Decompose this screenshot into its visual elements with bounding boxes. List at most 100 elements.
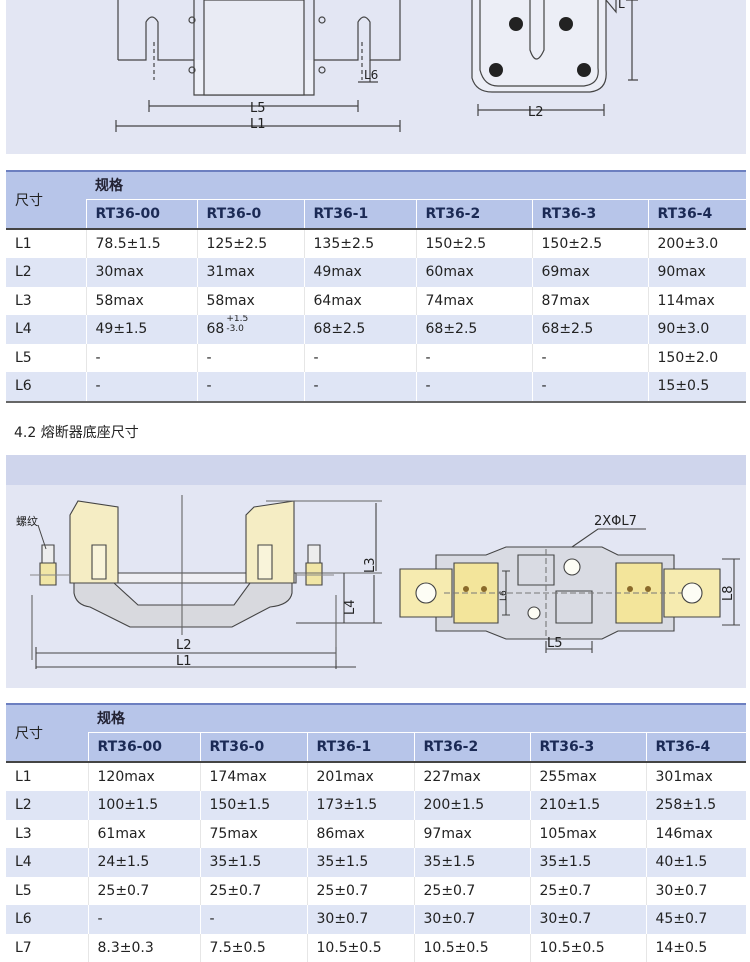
table-cell: 40±1.5 xyxy=(646,848,746,877)
table-cell: 90±3.0 xyxy=(648,315,746,344)
row-label: L3 xyxy=(6,820,88,849)
table-cell: 10.5±0.5 xyxy=(414,934,530,962)
row-label: L7 xyxy=(6,934,88,962)
table-cell: 100±1.5 xyxy=(88,791,200,820)
table-cell: 35±1.5 xyxy=(414,848,530,877)
table-cell: 255max xyxy=(530,762,646,792)
label-l3: L3 xyxy=(363,557,378,573)
table-cell: 10.5±0.5 xyxy=(530,934,646,962)
table-row: L3 61max 75max 86max 97max 105max 146max xyxy=(6,820,746,849)
label-l6: L6 xyxy=(364,68,378,82)
label-l8: L8 xyxy=(721,585,736,601)
table-cell: 258±1.5 xyxy=(646,791,746,820)
label-l2: L2 xyxy=(528,105,544,120)
table-row: L5 25±0.7 25±0.7 25±0.7 25±0.7 25±0.7 30… xyxy=(6,877,746,906)
table-cell: 87max xyxy=(532,287,648,316)
tolerance-upper: +1.5 xyxy=(226,315,248,324)
table-cell: - xyxy=(88,905,200,934)
fuse-link-drawing: L6 L5 L1 L2 L xyxy=(6,0,746,154)
table-cell: 14±0.5 xyxy=(646,934,746,962)
row-label: L5 xyxy=(6,344,86,373)
table-cell: 30±0.7 xyxy=(530,905,646,934)
table-cell: - xyxy=(197,372,304,402)
table-cell: 135±2.5 xyxy=(304,229,416,259)
table-cell: 201max xyxy=(307,762,414,792)
table-cell: - xyxy=(197,344,304,373)
table-cell: 30±0.7 xyxy=(646,877,746,906)
table-cell: - xyxy=(304,372,416,402)
table-cell: - xyxy=(86,372,197,402)
row-label: L3 xyxy=(6,287,86,316)
fuse-link-dimension-table: 尺寸 规格 RT36-00 RT36-0 RT36-1 RT36-2 RT36-… xyxy=(6,170,746,403)
table-cell: 8.3±0.3 xyxy=(88,934,200,962)
table-cell: 74max xyxy=(416,287,532,316)
fuse-base-drawing-panel: 螺纹 L3 L4 L2 L1 xyxy=(6,455,746,688)
table-cell: 150±2.0 xyxy=(648,344,746,373)
table-cell: 25±0.7 xyxy=(88,877,200,906)
table-cell: 114max xyxy=(648,287,746,316)
table-cell: 60max xyxy=(416,258,532,287)
table-row: L7 8.3±0.3 7.5±0.5 10.5±0.5 10.5±0.5 10.… xyxy=(6,934,746,962)
row-label: L2 xyxy=(6,791,88,820)
table-cell: 25±0.7 xyxy=(307,877,414,906)
table-cell: 45±0.7 xyxy=(646,905,746,934)
table-row: L4 49±1.5 68+1.5-3.0 68±2.5 68±2.5 68±2.… xyxy=(6,315,746,344)
table-cell: 125±2.5 xyxy=(197,229,304,259)
table-cell: 25±0.7 xyxy=(414,877,530,906)
table-cell: 68±2.5 xyxy=(532,315,648,344)
table-cell: 86max xyxy=(307,820,414,849)
table-cell: 90max xyxy=(648,258,746,287)
table1-model-header: RT36-00 xyxy=(86,199,197,229)
table-cell: - xyxy=(532,372,648,402)
row-label: L2 xyxy=(6,258,86,287)
row-label: L1 xyxy=(6,762,88,792)
fuse-link-drawing-panel: L6 L5 L1 L2 L xyxy=(6,0,746,154)
table-cell: - xyxy=(416,372,532,402)
fuse-base-dimension-table: 尺寸 规格 RT36-00 RT36-0 RT36-1 RT36-2 RT36-… xyxy=(6,703,746,962)
table-cell: 150±2.5 xyxy=(416,229,532,259)
row-label: L1 xyxy=(6,229,86,259)
table-cell: 30max xyxy=(86,258,197,287)
label-holes: 2XΦL7 xyxy=(594,514,637,529)
table-cell: 61max xyxy=(88,820,200,849)
table-cell: 64max xyxy=(304,287,416,316)
table-row: L5 - - - - - 150±2.0 xyxy=(6,344,746,373)
label-l1: L1 xyxy=(176,654,192,669)
table2-model-header: RT36-1 xyxy=(307,732,414,762)
table-cell: 30±0.7 xyxy=(414,905,530,934)
table2-model-header: RT36-4 xyxy=(646,732,746,762)
table-cell: 173±1.5 xyxy=(307,791,414,820)
table1-model-header: RT36-2 xyxy=(416,199,532,229)
row-label: L5 xyxy=(6,877,88,906)
section-title: 4.2 熔断器底座尺寸 xyxy=(14,422,139,442)
table-cell: 227max xyxy=(414,762,530,792)
table1-model-header: RT36-4 xyxy=(648,199,746,229)
table1-group-header: 规格 xyxy=(86,171,746,199)
table-cell: 69max xyxy=(532,258,648,287)
table-row: L4 24±1.5 35±1.5 35±1.5 35±1.5 35±1.5 40… xyxy=(6,848,746,877)
tolerance-main-value: 68 xyxy=(207,321,225,337)
tolerance-lower: -3.0 xyxy=(226,324,248,334)
table-cell: 25±0.7 xyxy=(200,877,307,906)
table-cell: 146max xyxy=(646,820,746,849)
table-cell: 7.5±0.5 xyxy=(200,934,307,962)
table-row: L1 78.5±1.5 125±2.5 135±2.5 150±2.5 150±… xyxy=(6,229,746,259)
table-cell: 25±0.7 xyxy=(530,877,646,906)
row-label: L6 xyxy=(6,372,86,402)
table-cell: 174max xyxy=(200,762,307,792)
label-l5: L5 xyxy=(547,636,563,651)
table-cell: 78.5±1.5 xyxy=(86,229,197,259)
row-label: L6 xyxy=(6,905,88,934)
label-l4-partial: L xyxy=(618,0,625,11)
table2-model-header: RT36-3 xyxy=(530,732,646,762)
row-label: L4 xyxy=(6,315,86,344)
table2-model-header: RT36-0 xyxy=(200,732,307,762)
table-cell: - xyxy=(200,905,307,934)
row-label: L4 xyxy=(6,848,88,877)
label-l6: L6 xyxy=(499,590,509,601)
table-row: L2 30max 31max 49max 60max 69max 90max xyxy=(6,258,746,287)
table-row: L2 100±1.5 150±1.5 173±1.5 200±1.5 210±1… xyxy=(6,791,746,820)
label-l2: L2 xyxy=(176,638,192,653)
table-cell: 200±1.5 xyxy=(414,791,530,820)
table-row: L6 - - - - - 15±0.5 xyxy=(6,372,746,402)
